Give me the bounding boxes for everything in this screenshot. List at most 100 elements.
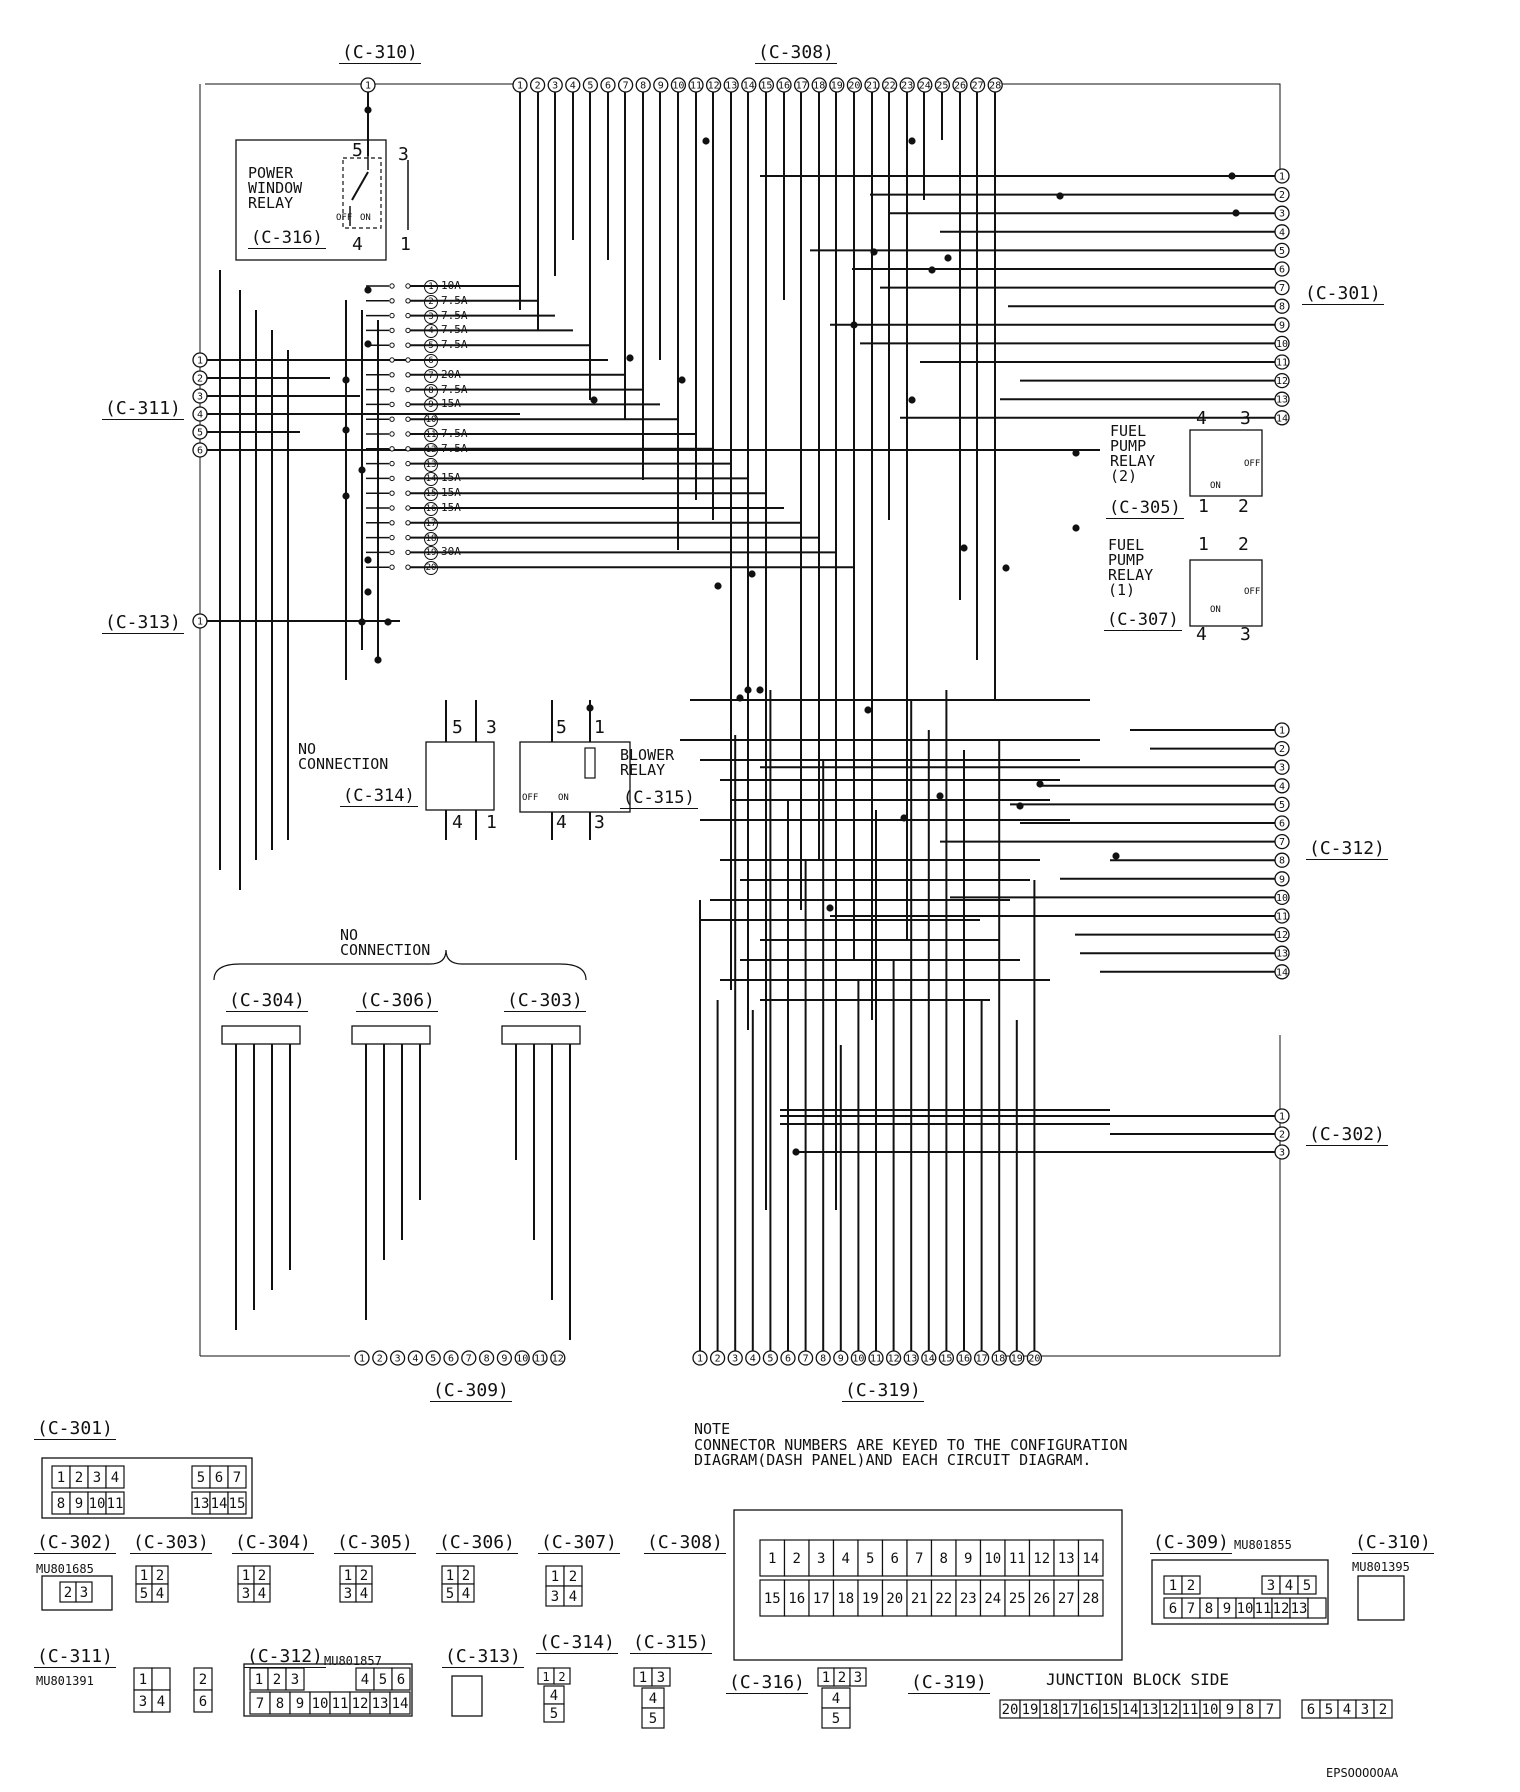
c312-pin-number: 1 bbox=[1279, 726, 1285, 737]
fuse-number: 19 bbox=[424, 546, 438, 561]
c308-pin-number: 24 bbox=[919, 81, 931, 92]
c314-face-cell bbox=[553, 1667, 571, 1685]
face-part-c312: MU801857 bbox=[324, 1654, 382, 1668]
c319-pin-number: 12 bbox=[888, 1354, 900, 1365]
junction-dot bbox=[756, 686, 764, 694]
connector-label-c312: C-312 bbox=[1306, 838, 1388, 860]
fuse-terminal bbox=[389, 534, 395, 541]
c309-pin bbox=[407, 1350, 424, 1366]
c302-face-cell bbox=[75, 1581, 93, 1603]
junction-dot bbox=[748, 570, 756, 578]
c309-face-cell-number: 12 bbox=[1273, 1601, 1290, 1617]
c308-face-cell bbox=[1077, 1579, 1104, 1617]
c312-pin-number: 10 bbox=[1276, 893, 1288, 904]
junction-dot bbox=[960, 544, 968, 552]
c319-face-cell-number: 15 bbox=[1102, 1702, 1119, 1718]
c309-pin bbox=[443, 1350, 459, 1366]
face-label-c304: C-304 bbox=[232, 1532, 314, 1554]
junction-dot bbox=[714, 582, 722, 590]
junction-dot bbox=[702, 137, 710, 145]
c308-pin-number: 26 bbox=[954, 81, 966, 92]
c319-pin-number: 1 bbox=[697, 1354, 703, 1365]
connector-label-c309: C-309 bbox=[430, 1380, 512, 1402]
c309-pin-number: 5 bbox=[430, 1354, 436, 1365]
c309-pin-number: 6 bbox=[448, 1354, 454, 1365]
no-connection-relay-id: C-314 bbox=[340, 786, 418, 807]
c319-face-cell-number: 10 bbox=[1202, 1702, 1219, 1718]
c308-face-cell-number: 6 bbox=[891, 1551, 899, 1567]
c301-face-cell-number: 2 bbox=[75, 1470, 83, 1486]
c308-pin-number: 5 bbox=[587, 81, 593, 92]
c307-face-cell bbox=[563, 1585, 583, 1607]
c312-pin-number: 9 bbox=[1279, 874, 1285, 885]
c309-pin bbox=[496, 1350, 513, 1366]
c309-pin bbox=[478, 1350, 495, 1366]
c303-face-cell-number: 2 bbox=[156, 1568, 164, 1584]
c309-face-cell bbox=[1297, 1575, 1317, 1595]
power-window-relay-id: C-316 bbox=[248, 228, 326, 249]
c306-face-cell-number: 1 bbox=[446, 1568, 454, 1584]
fuel-pump-relay-1-id: C-307 bbox=[1104, 610, 1182, 631]
c312-face-cell-number: 10 bbox=[312, 1696, 329, 1712]
c301-face-cell bbox=[105, 1491, 125, 1515]
c319-face-cell-number: 19 bbox=[1022, 1702, 1039, 1718]
c303-face-cell-number: 5 bbox=[140, 1586, 148, 1602]
c308-face-cell-number: 19 bbox=[862, 1591, 879, 1607]
c312-face-cell bbox=[389, 1691, 411, 1715]
fuse-terminal bbox=[405, 298, 411, 304]
c314-face-cell-number: 4 bbox=[550, 1688, 558, 1704]
fuse-terminal bbox=[405, 549, 411, 556]
junction-dot bbox=[364, 556, 372, 564]
connector-label-c310: C-310 bbox=[339, 42, 421, 64]
c308-face-cell bbox=[857, 1539, 884, 1577]
c312-pin-number: 5 bbox=[1279, 800, 1285, 811]
c308-pin-number: 8 bbox=[640, 81, 646, 92]
fuel-pump-relay-2-on: ON bbox=[1210, 481, 1221, 491]
c304-face-cell-number: 1 bbox=[242, 1568, 250, 1584]
c308-pin-number: 7 bbox=[623, 81, 629, 92]
c312-pin-number: 2 bbox=[1279, 744, 1285, 755]
fuse-rating: 15A bbox=[441, 486, 461, 500]
blower-relay-pin-4: 4 bbox=[556, 812, 567, 833]
blower-relay-label: BLOWER RELAY bbox=[620, 746, 675, 779]
c308-face-cell bbox=[808, 1579, 835, 1617]
c319-pin-number: 5 bbox=[767, 1354, 773, 1365]
c308-face-cell bbox=[955, 1539, 982, 1577]
fuse-entry: 10 bbox=[424, 413, 441, 428]
c308-pin-number: 12 bbox=[708, 81, 720, 92]
c308-face-cell-number: 22 bbox=[935, 1591, 952, 1607]
power-window-relay-on: ON bbox=[360, 213, 371, 223]
fuse-terminal bbox=[389, 357, 395, 363]
c303-body bbox=[501, 1025, 581, 1045]
fuse-terminal bbox=[405, 416, 411, 422]
c309-pin-number: 9 bbox=[501, 1354, 507, 1365]
c319-face-cell-number: 7 bbox=[1266, 1702, 1274, 1718]
c309-pin-number: 10 bbox=[516, 1354, 528, 1365]
c319-pin-number: 11 bbox=[870, 1354, 882, 1365]
c319-face-cell-number: 12 bbox=[1162, 1702, 1179, 1718]
c309-pin-number: 1 bbox=[359, 1354, 365, 1365]
power-window-relay-pin-1: 1 bbox=[400, 234, 411, 255]
c301-face-cell bbox=[227, 1465, 247, 1489]
c308-face-cell-number: 13 bbox=[1058, 1551, 1075, 1567]
figure-code: EPSOOOOOAA bbox=[1326, 1766, 1399, 1780]
c319-pin-number: 17 bbox=[976, 1354, 988, 1365]
power-window-relay-off: OFF bbox=[336, 213, 352, 223]
fuel-pump-relay-2-pin-3: 3 bbox=[1240, 408, 1251, 429]
c319-face-cell-number: 8 bbox=[1246, 1702, 1254, 1718]
c305-face-cell-number: 4 bbox=[360, 1586, 368, 1602]
c312-face-outline bbox=[243, 1663, 413, 1717]
c311-face-cell bbox=[151, 1689, 171, 1713]
c316-face-cell bbox=[849, 1667, 867, 1687]
c309-face-cell bbox=[1307, 1597, 1327, 1619]
c308-face-cell-number: 25 bbox=[1009, 1591, 1026, 1607]
c319-pin-number: 2 bbox=[715, 1354, 721, 1365]
power-window-relay-outline bbox=[235, 139, 387, 261]
fuse-terminal bbox=[405, 534, 411, 541]
c311-face-cell bbox=[193, 1689, 213, 1713]
face-part-c311: MU801391 bbox=[36, 1674, 94, 1688]
c301-face-cell-number: 1 bbox=[57, 1470, 65, 1486]
fuse-terminal bbox=[389, 549, 395, 556]
junction-dot bbox=[590, 396, 598, 404]
